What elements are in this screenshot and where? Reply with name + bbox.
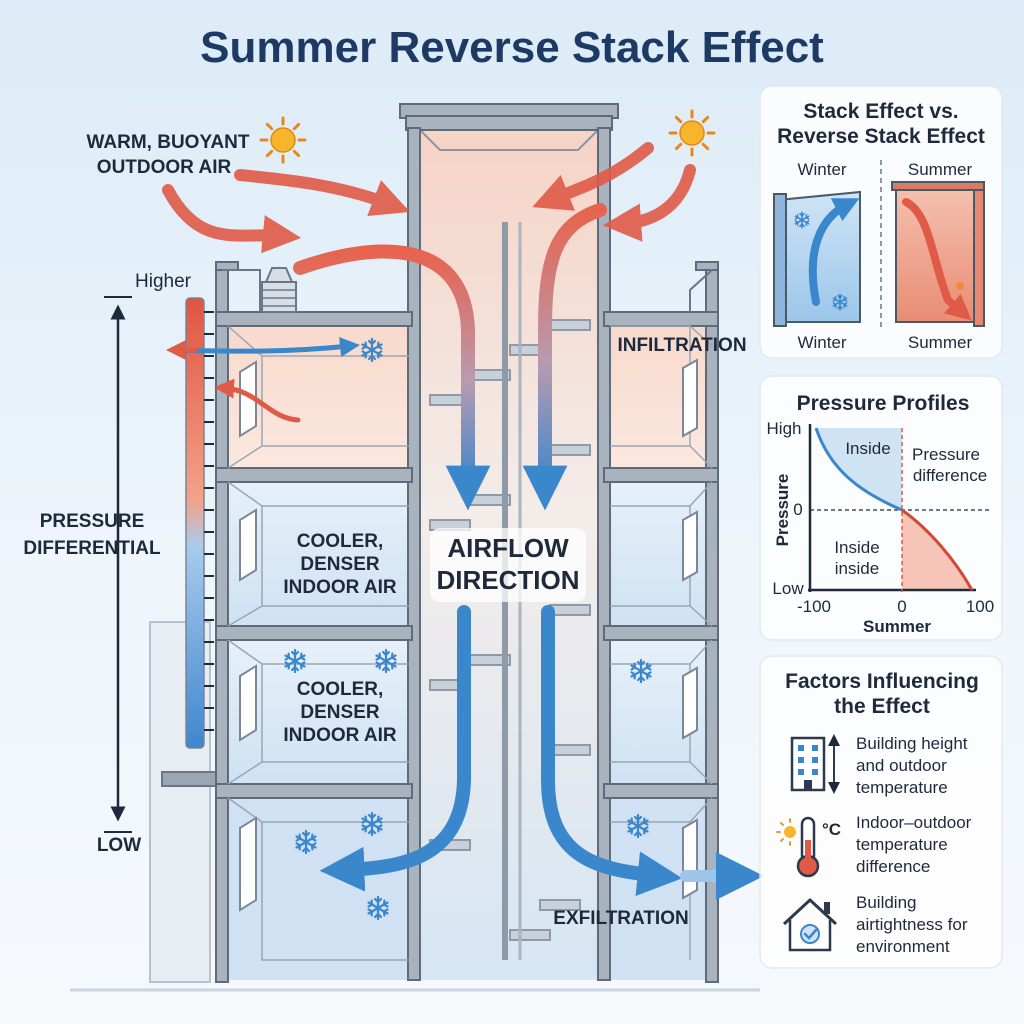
summer-building-illustration [891, 181, 985, 327]
comparison-summer-bottom-label: Summer [908, 333, 973, 352]
exfiltration-arrow-left [319, 605, 471, 892]
airflow-direction-label-line2: DIRECTION [437, 565, 580, 595]
comparison-winter-bottom-label: Winter [797, 333, 846, 352]
exfiltration-label: EXFILTRATION [553, 908, 688, 929]
balcony-ledge [161, 771, 225, 787]
window [682, 818, 698, 900]
factor-3-line3: environment [856, 937, 950, 956]
pressure-y-high-label: High [767, 419, 802, 438]
factor-1-line2: and outdoor [856, 756, 947, 775]
airflow-direction-label-line1: AIRFLOW [447, 533, 569, 563]
pressure-difference-label-line2: difference [913, 466, 987, 485]
factor-building-height: Building height and outdoor temperature [790, 734, 968, 797]
low-label: LOW [97, 835, 141, 856]
roof-vent [261, 267, 297, 313]
factor-temperature-difference: °C Indoor–outdoor temperature difference [776, 813, 972, 878]
cooler-air-label-1-line1: COOLER, [297, 531, 384, 552]
cooler-air-label-2-line3: INDOOR AIR [283, 725, 397, 746]
higher-label: Higher [135, 271, 192, 292]
window [682, 358, 698, 438]
cooler-air-label-2-line1: COOLER, [297, 679, 384, 700]
factor-3-line1: Building [856, 893, 917, 912]
factor-2-line3: difference [856, 857, 930, 876]
factors-title-line1: Factors Influencing [785, 670, 979, 693]
house-check-icon [782, 898, 838, 952]
factors-card: Factors Influencing the Effect Building … [759, 655, 1003, 969]
downdraft-arrow-left [293, 244, 491, 511]
pressure-y-zero-label: 0 [793, 500, 802, 519]
window [239, 360, 257, 438]
downdraft-arrow-right [522, 203, 607, 511]
warm-air-label-line2: OUTDOOR AIR [97, 157, 232, 178]
exfiltration-arrow-right [541, 605, 683, 897]
pressure-x-max-label: 100 [966, 597, 994, 616]
inside-top-label: Inside [845, 439, 890, 458]
pressure-y-axis-label: Pressure [773, 474, 792, 547]
warm-inflow-arrow [602, 164, 696, 242]
sun-icon [668, 109, 716, 157]
factor-2-line2: temperature [856, 835, 948, 854]
window [239, 816, 257, 912]
pressure-differential-label-line2: DIFFERENTIAL [23, 538, 161, 559]
comparison-card: Stack Effect vs. Reverse Stack Effect Wi… [759, 85, 1003, 359]
thermometer-icon [776, 816, 820, 878]
window [682, 510, 698, 582]
pressure-gradient-bar [185, 297, 205, 749]
building [70, 103, 760, 992]
cooler-air-label-2-line2: DENSER [300, 702, 379, 723]
window [239, 508, 257, 582]
warm-inflow-arrow [162, 184, 302, 254]
airflow-arrows [162, 142, 764, 900]
comparison-summer-top-label: Summer [908, 160, 973, 179]
pressure-gauge: Higher LOW PRESSURE DIFFERENTIAL [23, 271, 214, 856]
window [239, 664, 257, 742]
comparison-title-line1: Stack Effect vs. [803, 100, 958, 123]
pressure-card-title: Pressure Profiles [797, 392, 970, 415]
factors-title-line2: the Effect [834, 695, 930, 718]
warm-inflow-arrow [532, 142, 654, 211]
celsius-unit: °C [822, 820, 841, 839]
inside-bottom-label-line1: Inside [834, 538, 879, 557]
factor-1-line3: temperature [856, 778, 948, 797]
infiltration-warm-arrow [214, 378, 301, 423]
pressure-x-axis-label: Summer [863, 617, 931, 636]
inside-pressure-curve [814, 427, 903, 512]
sun-icon [259, 116, 307, 164]
inside-bottom-label-line2: inside [835, 559, 879, 578]
pressure-profiles-card: Pressure Profiles High 0 Low Pressure -1… [759, 375, 1003, 641]
factor-2-line1: Indoor–outdoor [856, 813, 972, 832]
building-icon [790, 734, 840, 794]
page-title: Summer Reverse Stack Effect [200, 23, 824, 72]
infiltration-cool-arrow [175, 337, 360, 357]
window [682, 666, 698, 740]
factor-airtightness: Building airtightness for environment [782, 893, 968, 956]
comparison-title-line2: Reverse Stack Effect [777, 125, 985, 148]
warm-inflow-arrow [234, 169, 410, 217]
infiltration-label: INFILTRATION [617, 335, 746, 356]
cooler-air-label-1-line3: INDOOR AIR [283, 577, 397, 598]
pressure-x-min-label: -100 [797, 597, 831, 616]
factor-3-line2: airtightness for [856, 915, 968, 934]
comparison-winter-top-label: Winter [797, 160, 846, 179]
pressure-differential-label-line1: PRESSURE [40, 511, 145, 532]
outside-pressure-curve [901, 508, 974, 591]
pressure-y-low-label: Low [772, 579, 804, 598]
pressure-x-zero-label: 0 [897, 597, 906, 616]
pressure-difference-label-line1: Pressure [912, 445, 980, 464]
winter-building-illustration [773, 190, 861, 327]
cooler-air-label-1-line2: DENSER [300, 554, 379, 575]
factor-1-line1: Building height [856, 734, 968, 753]
warm-air-label-line1: WARM, BUOYANT [87, 132, 250, 153]
